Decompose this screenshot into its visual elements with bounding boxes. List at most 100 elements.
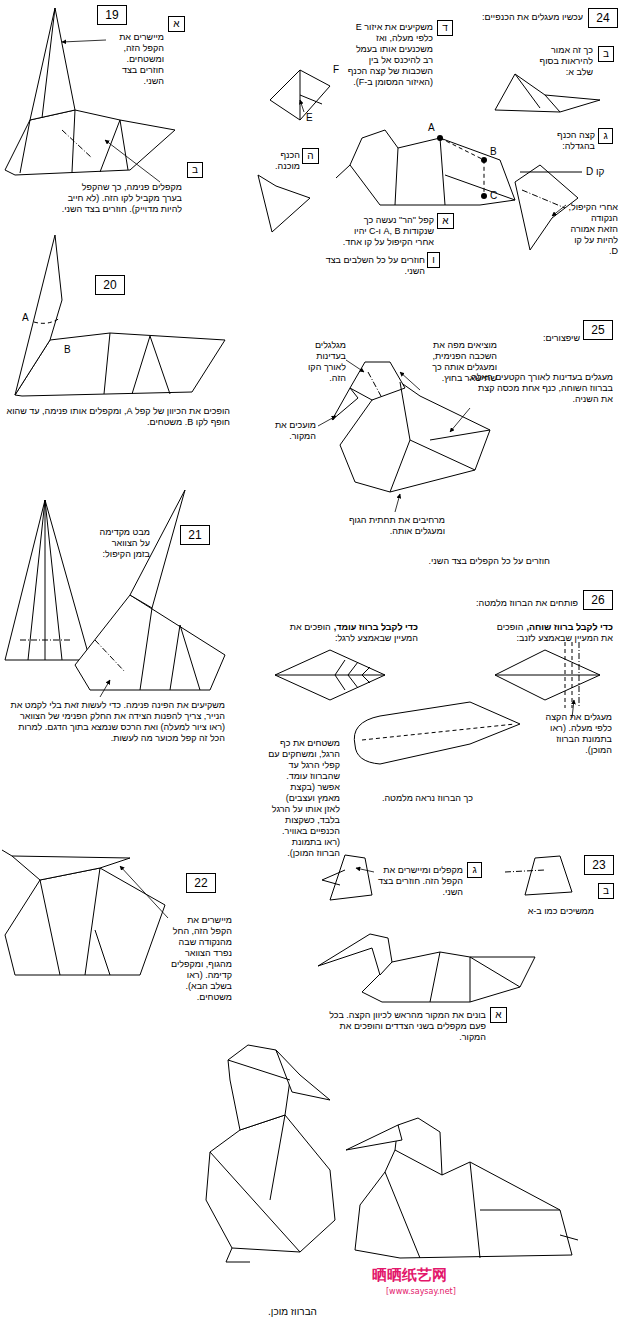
instruction-text: מיישרים את הקפל הזה, החל מהנקודה שבה נפר… bbox=[170, 915, 232, 1003]
substep-letter-box: ד bbox=[437, 20, 453, 36]
fold-line bbox=[140, 608, 200, 690]
box-text: ב bbox=[603, 48, 609, 60]
instruction-text: מגלגלים בעדינות לאורך הקו הזה. bbox=[308, 340, 346, 383]
instruction-text: מרחיבים את תחתית הגוף ומעגלים אותה. bbox=[349, 515, 445, 536]
point-label: A bbox=[428, 122, 435, 133]
instruction-text: מועכים את המקור. bbox=[268, 420, 316, 442]
fold-line bbox=[565, 642, 572, 708]
duck-beak bbox=[332, 388, 358, 420]
instruction-text: מועכים את המקור. bbox=[275, 420, 316, 441]
instruction-text: חוזרים על כל השלבים בצד השני. bbox=[326, 255, 425, 276]
watermark: [www.saysay.net] bbox=[386, 1287, 456, 1296]
instruction-text: משטחים את כף הרגל, ומשחקים עם קפלי הרגל … bbox=[268, 738, 340, 859]
substep-letter-box: ה bbox=[302, 148, 319, 164]
instruction-text: פותחים את הברווז מלמטה: bbox=[455, 598, 578, 609]
fold-line bbox=[95, 640, 125, 672]
point-label: B bbox=[64, 344, 71, 355]
box-text: 26 bbox=[591, 593, 605, 607]
duck-head bbox=[330, 855, 372, 900]
fold-line bbox=[104, 333, 170, 394]
leader-arrow bbox=[100, 680, 110, 697]
duck-beak bbox=[322, 870, 345, 885]
leader-arrow bbox=[105, 140, 160, 182]
point-label: קו D bbox=[586, 166, 605, 177]
instruction-text: קפל "הר" נעשה כך שנקודות A, B ו-C יהיו א… bbox=[342, 215, 434, 248]
substep-letter-box: א bbox=[437, 213, 454, 229]
instruction-text: בונים את המקור מהראש לכיוון הקצה. בכל פע… bbox=[329, 1010, 486, 1042]
instruction-text: מעגלים את הקצה כלפי מעלה. (ראו בתמונת הב… bbox=[546, 712, 612, 755]
fold-line bbox=[368, 372, 382, 398]
instruction-text: שיפצורים: bbox=[528, 333, 580, 344]
duck-neck bbox=[318, 934, 392, 975]
leader-arrow bbox=[450, 408, 470, 432]
box-text: 20 bbox=[103, 278, 117, 292]
instruction-text: משקיעים את איזור E כלפי מעלה, ואז משכנעי… bbox=[348, 22, 433, 87]
instruction-text: פותחים את הברווז מלמטה: bbox=[476, 598, 578, 608]
substep-letter-box: ב bbox=[187, 162, 203, 178]
box-text: 19 bbox=[105, 8, 119, 22]
box-text: ה bbox=[307, 150, 314, 162]
box-text: 23 bbox=[592, 858, 606, 872]
instruction-text: קצה הכנף בהגדלה: bbox=[557, 130, 595, 151]
fold-line bbox=[522, 190, 565, 208]
watermark: 晒晒纸艺网 bbox=[372, 1266, 447, 1284]
instruction-text: כדי לקבל ברווז עומד, bbox=[334, 622, 418, 632]
instruction-text: מקפלים ומיישרים את הקפל הזה. חוזרים בצד … bbox=[375, 865, 463, 898]
leader-arrow bbox=[318, 416, 336, 426]
fold-line bbox=[430, 952, 520, 1002]
point-label: C bbox=[490, 190, 497, 201]
box-text: א bbox=[173, 18, 180, 30]
watermark: 晒晒纸艺网 bbox=[372, 1266, 447, 1284]
leader-arrow bbox=[400, 372, 420, 390]
duck-body bbox=[340, 382, 490, 492]
instruction-text: כך זה אמור להיראות בסוף שלב א: bbox=[540, 45, 593, 77]
instruction-text: מקפלים פנימה, כך שהקפל בערך מקביל לקו הז… bbox=[62, 182, 182, 214]
instruction-text: הכנף מוכנה. bbox=[275, 150, 300, 171]
box-text: ו bbox=[432, 254, 435, 266]
duck-neck bbox=[30, 8, 75, 120]
instruction-text: אחרי הקיפול, הנקודה הזאת אמורה להיות על … bbox=[568, 202, 618, 257]
leader-arrow bbox=[552, 205, 566, 216]
wing-tip bbox=[258, 175, 310, 232]
instruction-text: עכשיו מעגלים את הכנפיים: bbox=[465, 12, 583, 23]
step-number-box: 26 bbox=[583, 590, 613, 610]
instruction-text: משקיעים את איזור E כלפי מעלה, ואז משכנעי… bbox=[345, 22, 433, 88]
reference-point bbox=[481, 193, 487, 199]
base-diamond bbox=[495, 650, 600, 700]
wing-tip bbox=[495, 74, 600, 112]
instruction-text: כדי לקבל ברווז שוחה,הופכים את המעיין שבא… bbox=[488, 622, 613, 644]
duck-neck bbox=[15, 235, 62, 395]
swimming-duck-body bbox=[355, 1140, 572, 1258]
box-text: ד bbox=[442, 22, 448, 34]
box-text: א bbox=[495, 1009, 502, 1021]
instruction-text: משקיעים את הפינה פנימה. כדי לעשות זאת בל… bbox=[10, 700, 225, 743]
leader-arrow bbox=[395, 494, 400, 512]
instruction-text: כך הברווז נראה מלמטה. bbox=[382, 793, 473, 803]
instruction-text: חוזרים על כל השלבים בצד השני. bbox=[320, 255, 425, 277]
reference-line bbox=[520, 172, 582, 173]
swimming-duck-beak bbox=[346, 1125, 402, 1150]
wing-tip bbox=[270, 70, 330, 120]
fold-line bbox=[34, 318, 60, 323]
instruction-text: מיישרים את הקפל הזה, החל מהנקודה שבה נפר… bbox=[171, 915, 232, 1002]
duck-body bbox=[350, 130, 515, 205]
instruction-text: מעגלים את הקצה כלפי מעלה. (ראו בתמונת הב… bbox=[540, 712, 612, 756]
instruction-text: הופכים את הכיוון של קפל A, ומקפלים אותו … bbox=[5, 406, 230, 428]
step-number-box: 20 bbox=[95, 275, 125, 295]
instruction-text: משקיעים את הפינה פנימה. כדי לעשות זאת בל… bbox=[5, 700, 225, 744]
leader-arrow bbox=[120, 866, 168, 918]
box-text: 24 bbox=[596, 11, 610, 25]
instruction-text: מבט מקדימה על הצוואר בזמן הקיפול: bbox=[95, 527, 150, 560]
instruction-text: הכנף מוכנה. bbox=[262, 150, 300, 172]
substep-letter-box: א bbox=[490, 1007, 507, 1023]
point-label: A bbox=[22, 312, 29, 323]
instruction-text: חוזרים על כל הקפלים בצד השני. bbox=[429, 556, 550, 566]
fold-line bbox=[20, 640, 70, 641]
point-label: קו D bbox=[586, 166, 605, 177]
fold-line bbox=[210, 1060, 300, 1262]
instruction-text: מיישרים את הקפל הזה, ומשטחים. חוזרים בצד… bbox=[119, 32, 164, 86]
instruction-text: קפל "הר" נעשה כך שנקודות A, B ו-C יהיו א… bbox=[343, 215, 434, 247]
fold-line bbox=[362, 724, 515, 740]
fold-line bbox=[515, 74, 560, 112]
